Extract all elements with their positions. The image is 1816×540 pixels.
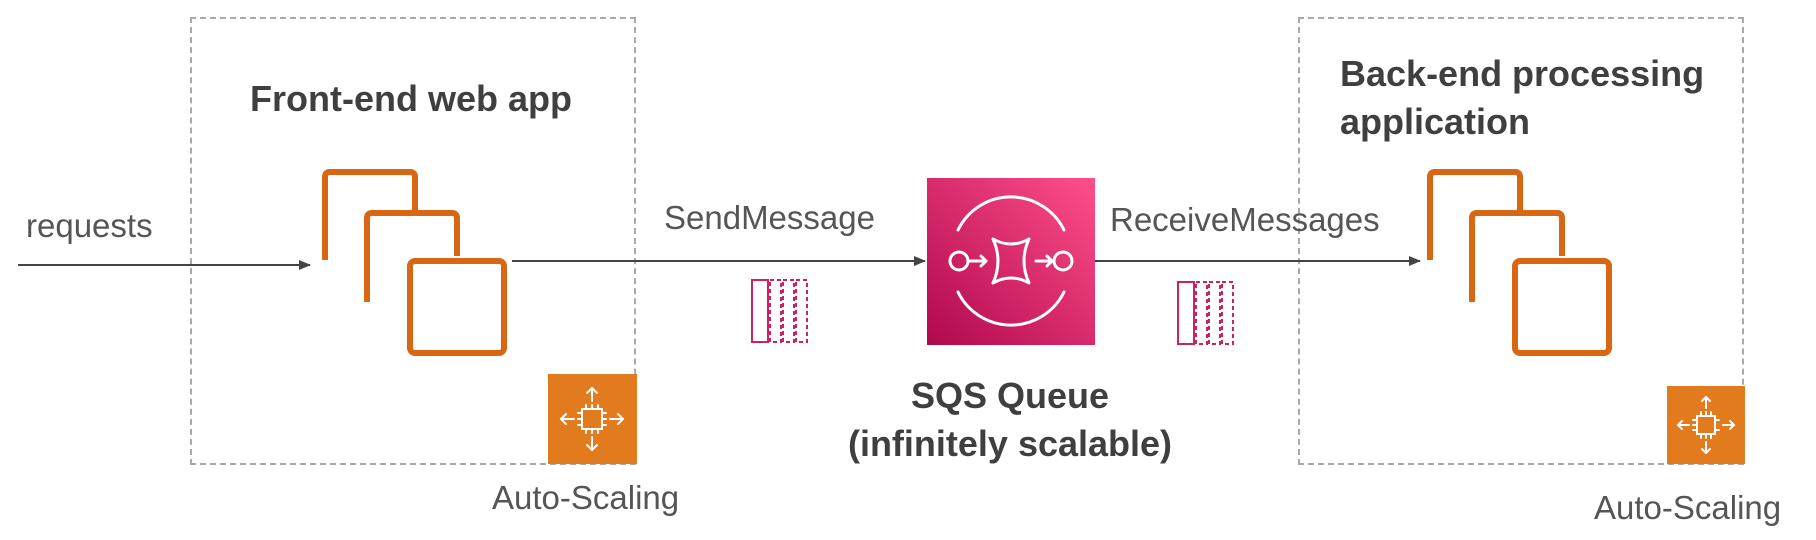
backend-title-line1: Back-end processing (1340, 53, 1705, 94)
frontend-auto-scaling-label: Auto-Scaling (492, 479, 680, 516)
frontend-auto-scaling-icon (548, 374, 637, 464)
backend-auto-scaling-label: Auto-Scaling (1594, 489, 1782, 526)
backend-group-box (1298, 17, 1744, 465)
frontend-title: Front-end web app (250, 78, 572, 119)
requests-label: requests (26, 207, 153, 244)
frontend-ec2-instances-icon (322, 169, 507, 356)
frontend-group-box (190, 17, 636, 465)
send-message-label: SendMessage (664, 199, 875, 236)
receive-message-stack-icon (1177, 281, 1234, 345)
receive-messages-label: ReceiveMessages (1110, 201, 1380, 238)
backend-ec2-instances-icon (1427, 169, 1612, 356)
sqs-queue-subtitle: (infinitely scalable) (847, 423, 1173, 464)
send-message-stack-icon (751, 279, 808, 343)
sqs-queue-title: SQS Queue (910, 375, 1110, 416)
backend-auto-scaling-icon (1667, 386, 1745, 464)
sqs-queue-icon (927, 178, 1095, 345)
backend-title-line2: application (1340, 101, 1531, 142)
